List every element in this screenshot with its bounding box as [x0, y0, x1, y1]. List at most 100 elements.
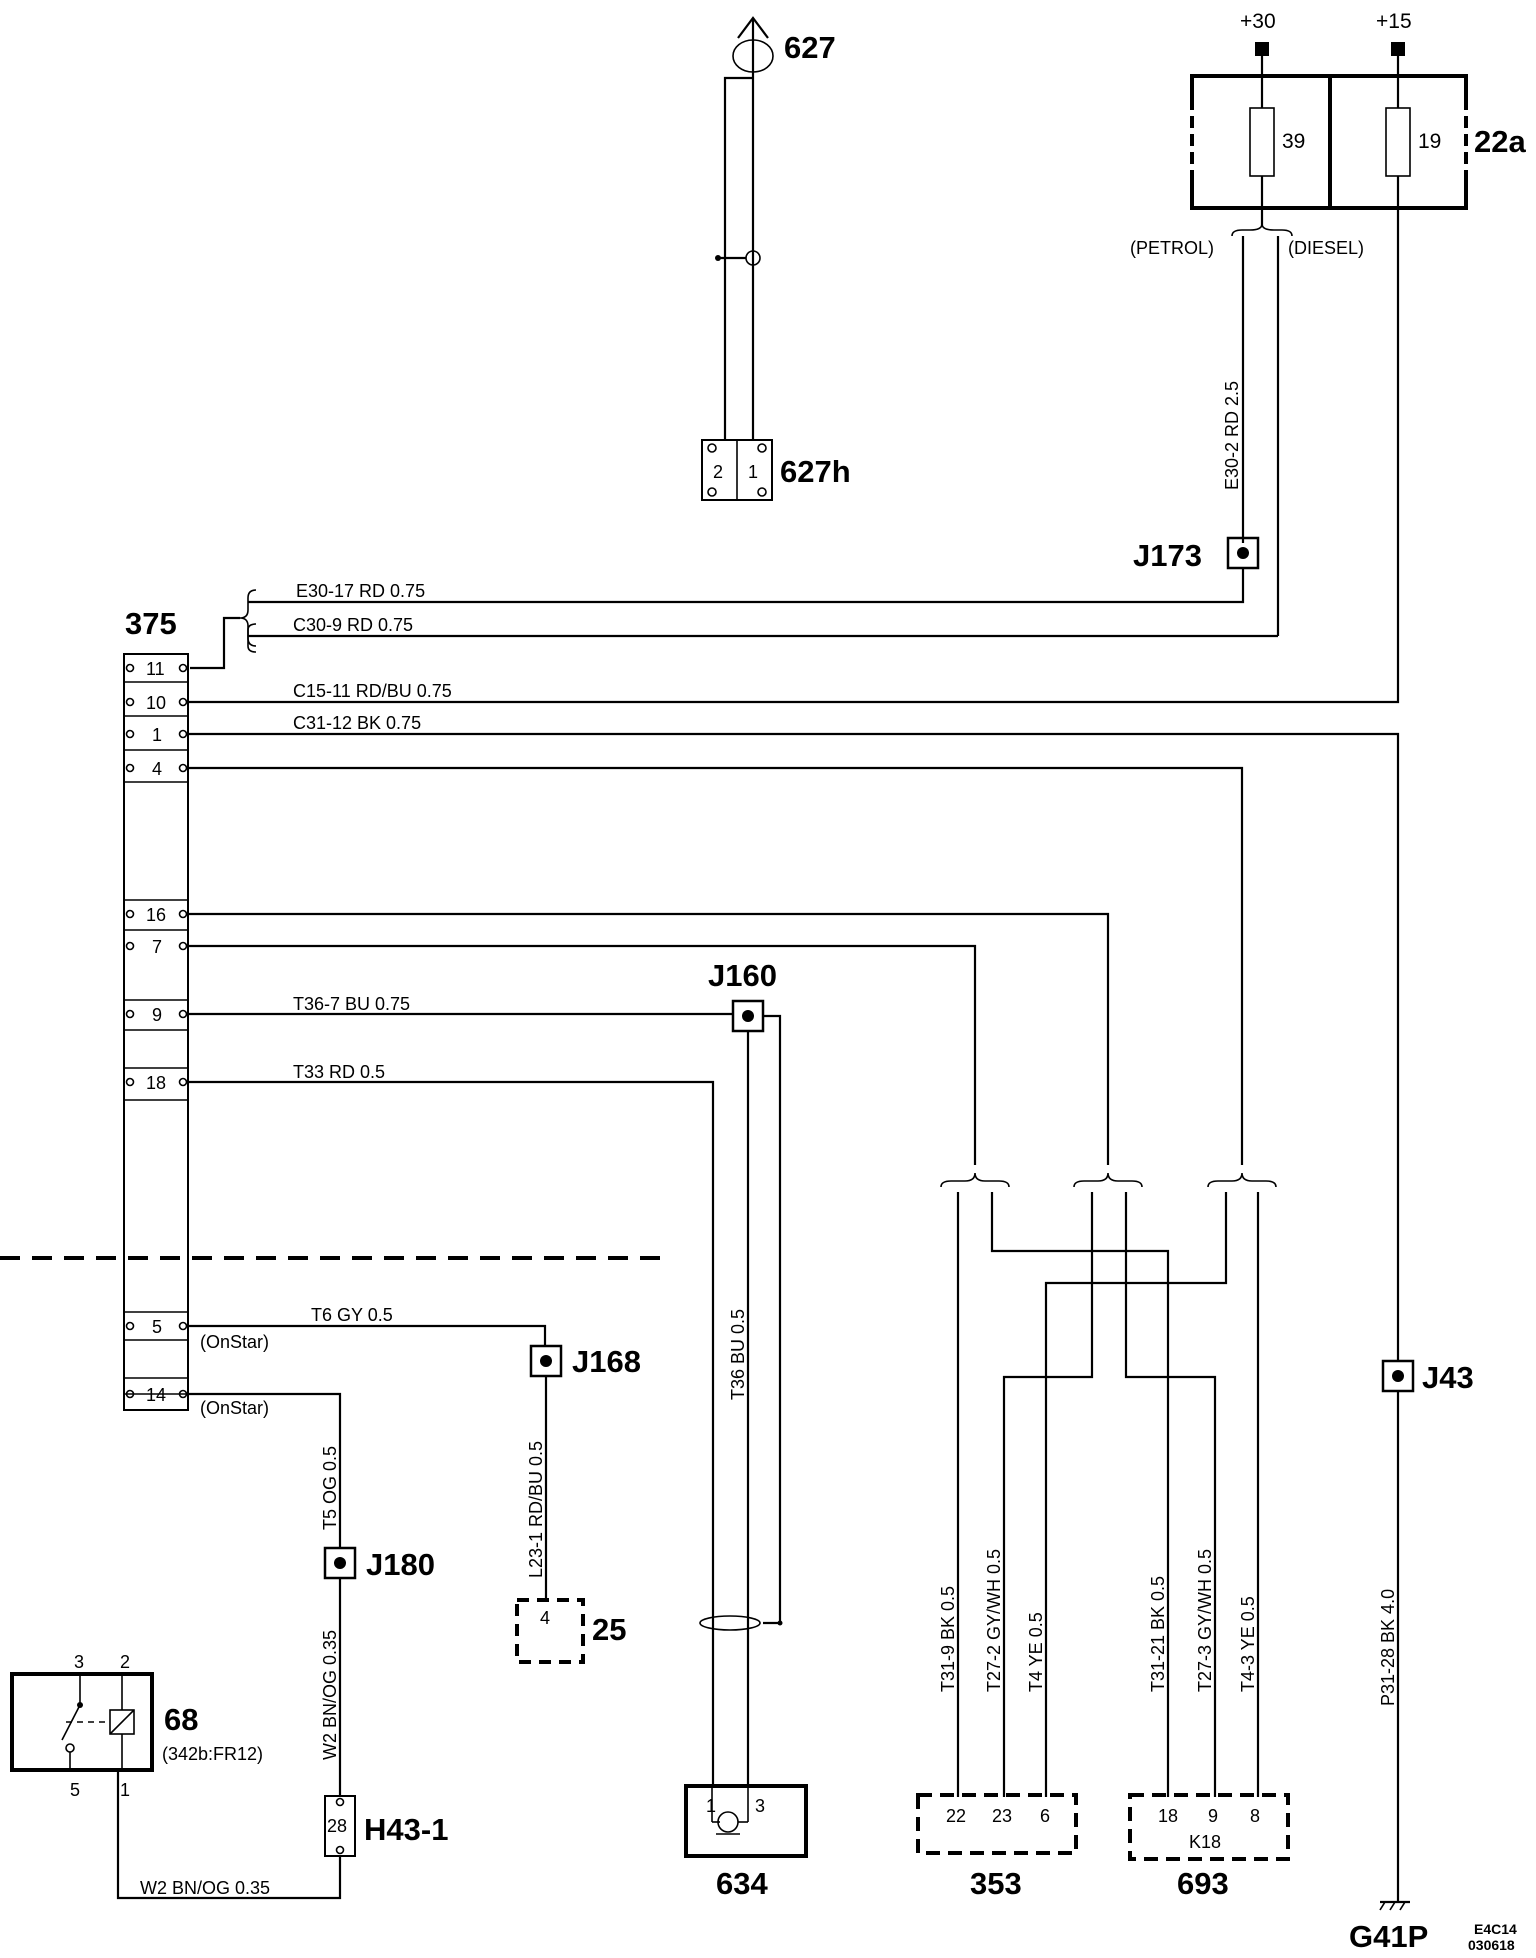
connector-h43-label: H43-1	[364, 1812, 448, 1847]
svg-text:11: 11	[146, 659, 165, 679]
module-pin-11: 11	[125, 659, 188, 679]
fuse-box-22a: 39 19 22a	[1189, 74, 1526, 210]
svg-text:10: 10	[146, 693, 166, 713]
wire-t27-2-label: T27-2 GY/WH 0.5	[984, 1549, 1004, 1692]
antenna-pin-2: 2	[713, 462, 723, 482]
svg-text:6: 6	[1040, 1806, 1050, 1826]
component-693-sublabel: K18	[1189, 1832, 1221, 1852]
fuse-19-label: 19	[1418, 130, 1441, 153]
antenna-627: 627	[715, 16, 836, 440]
svg-text:18: 18	[146, 1073, 166, 1093]
diesel-label: (DIESEL)	[1288, 238, 1364, 258]
component-25: 4 25	[515, 1598, 626, 1664]
svg-text:9: 9	[152, 1005, 162, 1025]
antenna-connector-label: 627h	[780, 454, 851, 489]
splice-j168-label: J168	[572, 1344, 641, 1379]
speaker-label: 634	[716, 1866, 768, 1901]
splice-j43-label: J43	[1422, 1360, 1474, 1395]
splice-j168: J168	[529, 1344, 641, 1379]
speaker-634: 1 3 634	[684, 1784, 808, 1901]
svg-text:1: 1	[706, 1796, 716, 1816]
module-label: 375	[125, 606, 177, 641]
wire-t33-label: T33 RD 0.5	[293, 1062, 385, 1082]
supply-plus15-label: +15	[1376, 10, 1412, 33]
svg-text:4: 4	[152, 759, 162, 779]
svg-text:16: 16	[146, 905, 166, 925]
antenna-pin-1: 1	[748, 462, 758, 482]
module-pin-7: 7	[125, 937, 188, 957]
svg-text:4: 4	[540, 1608, 550, 1628]
supply-terminals: +30 +15	[1240, 10, 1412, 108]
component-693-label: 693	[1177, 1866, 1229, 1901]
svg-text:14: 14	[146, 1385, 166, 1405]
svg-text:23: 23	[992, 1806, 1012, 1826]
connector-627h: 2 1 627h	[701, 439, 851, 501]
svg-text:1: 1	[120, 1780, 130, 1800]
splice-j180: J180	[323, 1546, 435, 1582]
module-pin-5: 5	[125, 1317, 188, 1337]
fuse-box-label: 22a	[1474, 124, 1526, 159]
ground-label: G41P	[1349, 1919, 1428, 1954]
wire-t31-21-label: T31-21 BK 0.5	[1148, 1576, 1168, 1692]
wire-t27-3-label: T27-3 GY/WH 0.5	[1195, 1549, 1215, 1692]
drawing-code-2: 030618	[1468, 1937, 1515, 1953]
svg-text:2: 2	[120, 1652, 130, 1672]
splice-j160-label: J160	[708, 958, 777, 993]
wire-t36-7-label: T36-7 BU 0.75	[293, 994, 410, 1014]
wire-l23-1-label: L23-1 RD/BU 0.5	[526, 1441, 546, 1578]
svg-text:3: 3	[74, 1652, 84, 1672]
wire-t4-3-label: T4-3 YE 0.5	[1238, 1596, 1258, 1692]
wire-c30-9-label: C30-9 RD 0.75	[293, 615, 413, 635]
relay-ref-label: (342b:FR12)	[162, 1744, 263, 1764]
module-pin-4: 4	[125, 759, 188, 779]
petrol-label: (PETROL)	[1130, 238, 1214, 258]
onstar-label-5: (OnStar)	[200, 1332, 269, 1352]
splice-j173: J173	[1133, 536, 1260, 573]
wire-c15-11-label: C15-11 RD/BU 0.75	[293, 681, 452, 701]
svg-text:8: 8	[1250, 1806, 1260, 1826]
wire-t6-label: T6 GY 0.5	[311, 1305, 393, 1325]
svg-text:5: 5	[152, 1317, 162, 1337]
wire-w2-bottom-label: W2 BN/OG 0.35	[140, 1878, 270, 1898]
supply-plus30-label: +30	[1240, 10, 1276, 33]
svg-text:3: 3	[755, 1796, 765, 1816]
module-pin-14: 14	[125, 1385, 188, 1405]
svg-text:28: 28	[327, 1816, 347, 1836]
wire-t4-label: T4 YE 0.5	[1026, 1612, 1046, 1692]
splice-j160: J160	[708, 958, 777, 1033]
wire-t5-label: T5 OG 0.5	[320, 1446, 340, 1530]
fuse-39-label: 39	[1282, 130, 1305, 153]
splice-j173-label: J173	[1133, 538, 1202, 573]
wire-c31-12-label: C31-12 BK 0.75	[293, 713, 421, 733]
wire-p31-28-label: P31-28 BK 4.0	[1378, 1589, 1398, 1706]
svg-text:22: 22	[946, 1806, 966, 1826]
module-pin-9: 9	[125, 1005, 188, 1025]
wire-e30-17-label: E30-17 RD 0.75	[296, 581, 425, 601]
module-375: 375 11 10 1 4 16 7 9 18 5 14	[123, 606, 189, 1411]
module-pin-1: 1	[125, 725, 188, 745]
wire-t36-label: T36 BU 0.5	[728, 1309, 748, 1400]
svg-text:5: 5	[70, 1780, 80, 1800]
module-pin-18: 18	[125, 1073, 188, 1093]
wire-e30-2-label: E30-2 RD 2.5	[1222, 381, 1242, 490]
svg-text:1: 1	[152, 725, 162, 745]
wire-t31-9-label: T31-9 BK 0.5	[938, 1586, 958, 1692]
antenna-label: 627	[784, 30, 836, 65]
splice-j43: J43	[1381, 1359, 1474, 1395]
ground-g41p: G41P	[1349, 1900, 1428, 1954]
svg-text:9: 9	[1208, 1806, 1218, 1826]
svg-text:7: 7	[152, 937, 162, 957]
component-693: 18 9 8 K18 693	[1128, 1793, 1290, 1901]
svg-text:18: 18	[1158, 1806, 1178, 1826]
onstar-label-14: (OnStar)	[200, 1398, 269, 1418]
connector-h43-1: 28 H43-1	[324, 1795, 448, 1857]
component-25-label: 25	[592, 1612, 626, 1647]
module-pin-10: 10	[125, 693, 188, 713]
wire-w2-vertical-label: W2 BN/OG 0.35	[320, 1630, 340, 1760]
splice-j180-label: J180	[366, 1547, 435, 1582]
component-353: 22 23 6 353	[916, 1793, 1078, 1901]
relay-label: 68	[164, 1702, 198, 1737]
component-353-label: 353	[970, 1866, 1022, 1901]
relay-68: 3 2 5 1 68 (342b:FR12)	[10, 1652, 263, 1800]
